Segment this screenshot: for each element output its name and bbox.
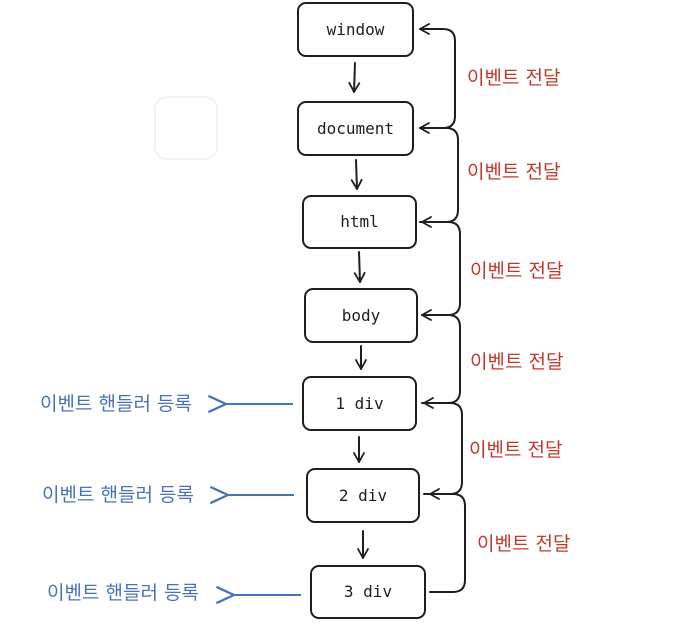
propagation-label: 이벤트 전달	[469, 439, 562, 461]
propagation-curve	[419, 122, 459, 223]
propagation-label: 이벤트 전달	[470, 351, 563, 373]
propagation-labels: 이벤트 전달 이벤트 전달 이벤트 전달 이벤트 전달 이벤트 전달 이벤트 전…	[467, 67, 570, 555]
down-arrow	[348, 62, 361, 93]
nodes-layer: window document html body 1 div 2 div 3 …	[297, 2, 426, 619]
node-div2: 2 div	[306, 468, 420, 523]
down-arrow	[350, 159, 363, 190]
down-arrows	[348, 62, 369, 559]
propagation-curve	[421, 309, 461, 404]
node-html: html	[302, 195, 417, 249]
ghost-placeholder-box	[154, 96, 218, 160]
node-document: document	[297, 101, 414, 156]
handler-arrows	[208, 395, 301, 604]
node-div3: 3 div	[310, 565, 426, 619]
node-label-document: document	[317, 119, 394, 138]
node-window: window	[297, 2, 414, 57]
node-label-div3: 3 div	[344, 582, 392, 601]
node-label-body: body	[342, 306, 381, 325]
propagation-curves	[419, 23, 466, 593]
handler-label-div2: 이벤트 핸들러 등록	[42, 484, 194, 506]
node-body: body	[304, 288, 418, 343]
node-label-window: window	[327, 20, 385, 39]
handler-label-div1: 이벤트 핸들러 등록	[40, 393, 192, 415]
node-label-div2: 2 div	[339, 486, 387, 505]
node-label-div1: 1 div	[335, 394, 383, 413]
propagation-label: 이벤트 전달	[467, 67, 560, 89]
node-label-html: html	[340, 212, 379, 231]
handler-labels: 이벤트 핸들러 등록 이벤트 핸들러 등록 이벤트 핸들러 등록	[40, 393, 199, 604]
handler-label-div3: 이벤트 핸들러 등록	[47, 582, 199, 604]
down-arrow	[353, 251, 366, 283]
propagation-curve	[419, 23, 456, 129]
node-div1: 1 div	[302, 376, 417, 431]
propagation-label: 이벤트 전달	[470, 260, 563, 282]
propagation-curve	[429, 488, 466, 593]
propagation-label: 이벤트 전달	[467, 161, 560, 183]
propagation-label: 이벤트 전달	[477, 533, 570, 555]
propagation-curve	[423, 397, 463, 495]
propagation-curve	[421, 216, 461, 316]
